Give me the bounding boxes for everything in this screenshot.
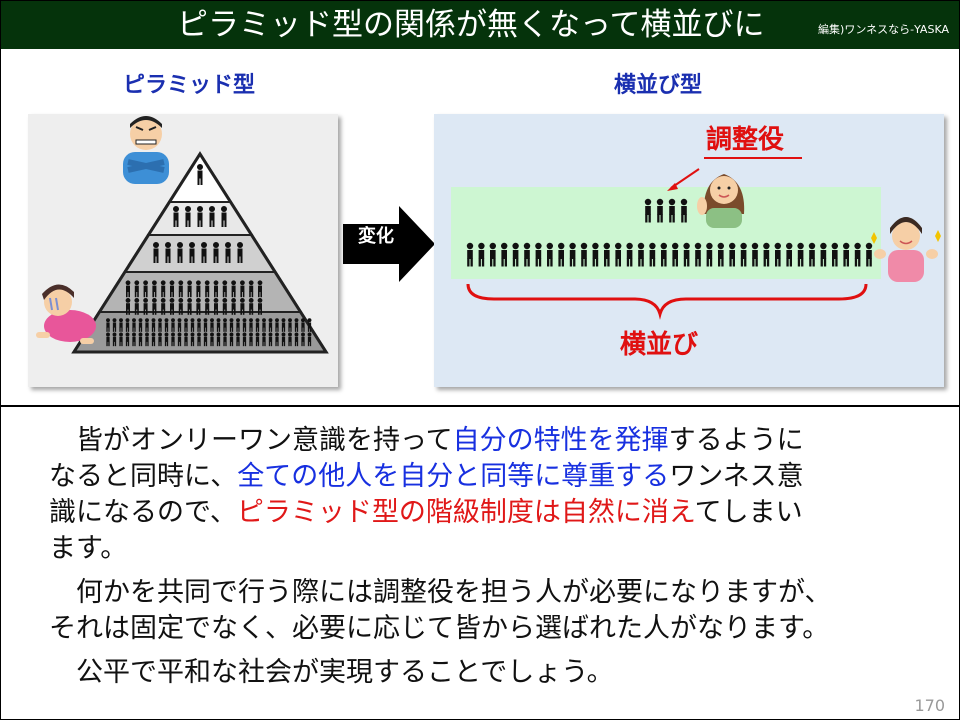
row-person <box>649 242 656 267</box>
row-person <box>694 242 702 267</box>
row-label: 横並び <box>620 330 699 360</box>
p1-seg: するように <box>668 425 804 456</box>
row-person <box>501 242 508 267</box>
coordinator-label: 調整役 <box>706 125 785 155</box>
p1-seg: 皆がオンリーワン意識を持って <box>49 425 453 456</box>
happy-person-icon <box>871 217 941 282</box>
row-person <box>831 242 838 267</box>
row-person <box>865 242 873 267</box>
row-person <box>751 242 759 267</box>
page-title: ピラミッド型の関係が無くなって横並びに <box>177 7 765 43</box>
title-bar: ピラミッド型の関係が無くなって横並びに 編集)ワンネスなら-YASKA <box>1 1 959 49</box>
coordinator-woman-icon <box>697 174 745 228</box>
row-person <box>706 242 713 267</box>
paragraph-3: 公平で平和な社会が実現することでしょう。 <box>49 655 929 691</box>
row-person <box>512 242 519 267</box>
exhausted-worker-icon <box>36 284 96 344</box>
p1-seg: てしまい <box>694 497 803 528</box>
row-person <box>478 242 485 267</box>
row-person <box>558 242 565 267</box>
row-person <box>808 242 816 267</box>
row-person <box>569 242 576 267</box>
paragraph-2: 何かを共同で行う際には調整役を担う人が必要になりますが、 それは固定でなく、必要… <box>49 575 929 647</box>
right-arrow-icon <box>343 206 435 282</box>
row-person <box>797 242 804 267</box>
row-person <box>637 242 645 267</box>
p1-seg: 識になるので、 <box>49 497 237 528</box>
change-arrow: 変化 <box>343 206 435 282</box>
row-person <box>546 242 553 267</box>
p2-line-1: 何かを共同で行う際には調整役を担う人が必要になりますが、 <box>49 577 832 608</box>
row-person <box>786 242 793 267</box>
row-person <box>466 242 474 267</box>
p2-line-2: それは固定でなく、必要に応じて皆から選ばれた人がなります。 <box>49 613 830 644</box>
row-person <box>535 242 542 267</box>
credit-text: 編集)ワンネスなら-YASKA <box>818 23 949 36</box>
p1-seg: ます。 <box>49 533 128 564</box>
section-divider <box>1 405 959 407</box>
p1-highlight-blue: 自分の特性を発揮 <box>452 425 669 456</box>
pyramid-panel <box>28 114 338 387</box>
p1-seg: ワンネス意 <box>669 461 804 492</box>
row-person <box>660 242 667 267</box>
row-person <box>615 242 622 267</box>
flat-panel: 調整役 横並び <box>434 114 944 387</box>
p1-seg: なると同時に、 <box>49 461 238 492</box>
row-person <box>683 242 690 267</box>
body-text: 皆がオンリーワン意識を持って自分の特性を発揮するように なると同時に、全ての他人… <box>49 423 929 699</box>
change-label: 変化 <box>358 226 394 247</box>
flat-illustration <box>466 157 941 320</box>
row-person <box>580 242 588 267</box>
row-person <box>672 242 679 267</box>
pyramid-label: ピラミッド型 <box>123 73 256 98</box>
paragraph-1: 皆がオンリーワン意識を持って自分の特性を発揮するように なると同時に、全ての他人… <box>49 423 929 567</box>
row-person <box>763 242 770 267</box>
pyramid-illustration <box>36 116 329 354</box>
row-person <box>774 242 781 267</box>
row-person <box>523 242 531 267</box>
row-person <box>626 242 633 267</box>
row-person <box>854 242 861 267</box>
p1-highlight-blue: 全ての他人を自分と同等に尊重する <box>237 461 670 492</box>
row-person <box>820 242 827 267</box>
boss-character-icon <box>123 116 169 184</box>
row-person <box>740 242 747 267</box>
p3-line: 公平で平和な社会が実現することでしょう。 <box>49 657 614 688</box>
row-person <box>489 242 496 267</box>
page-number: 170 <box>914 696 945 715</box>
row-person <box>717 242 724 267</box>
p1-highlight-red: ピラミッド型の階級制度は自然に消え <box>236 497 695 528</box>
row-person <box>592 242 599 267</box>
row-person <box>603 242 610 267</box>
row-person <box>729 242 736 267</box>
flat-label: 横並び型 <box>614 73 703 98</box>
row-person <box>843 242 850 267</box>
